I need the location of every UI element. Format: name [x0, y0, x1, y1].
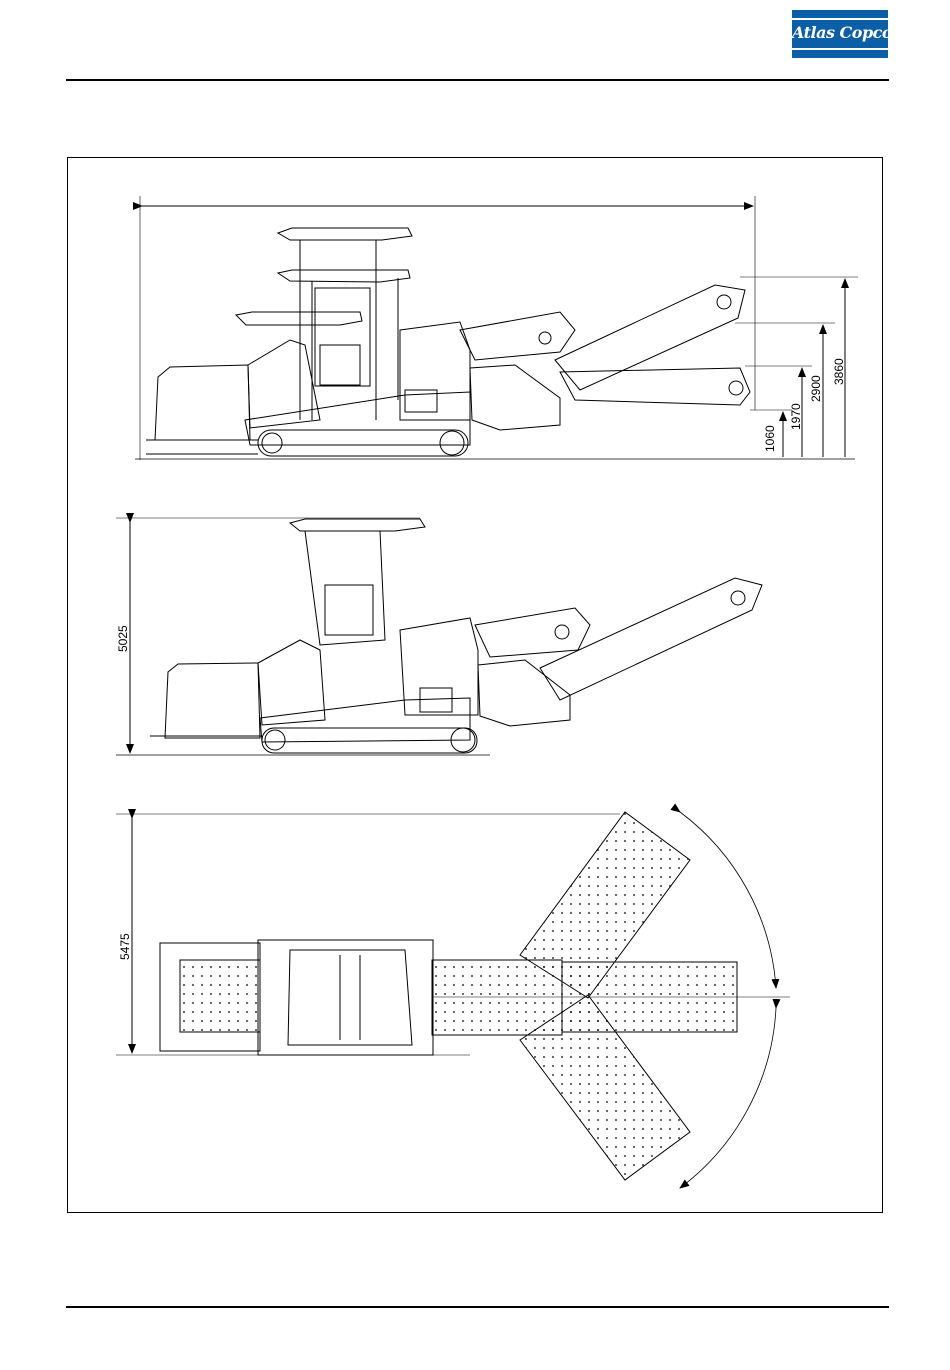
crawler-track	[258, 430, 468, 456]
canopy	[290, 519, 425, 531]
swing-arc-lower	[680, 1008, 776, 1188]
canopy-stack	[236, 228, 412, 420]
hopper	[165, 663, 260, 738]
crusher-chamber	[470, 365, 560, 430]
canopy-top	[288, 950, 412, 1045]
side-view-transport	[116, 518, 762, 755]
dim-label-1060: 1060	[763, 425, 777, 452]
machine-body	[260, 698, 470, 742]
upper-conveyor	[475, 608, 590, 657]
dim-label-5025: 5025	[116, 625, 130, 652]
operator-cab	[315, 288, 370, 386]
upper-conveyor	[460, 312, 575, 360]
dim-label-1970: 1970	[789, 403, 803, 430]
machine-body	[245, 392, 470, 445]
hopper	[155, 365, 250, 440]
machine-top	[258, 940, 433, 1055]
dim-label-3860: 3860	[832, 358, 846, 385]
dim-label-2900: 2900	[809, 375, 823, 402]
side-conveyor	[540, 578, 762, 700]
top-view	[116, 812, 790, 1188]
discharge-conveyor-top	[432, 960, 562, 1035]
side-view-raised	[135, 196, 858, 460]
dim-label-5475: 5475	[118, 933, 132, 960]
side-conveyor-raised	[555, 285, 745, 390]
